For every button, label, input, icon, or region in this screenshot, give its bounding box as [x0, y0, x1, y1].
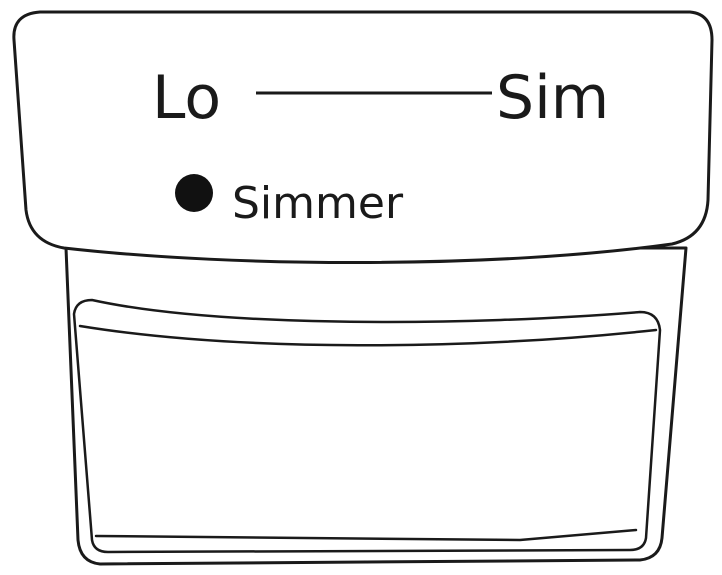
sim-label: Sim	[496, 63, 609, 133]
knob-stem	[66, 248, 686, 564]
lo-label: Lo	[152, 63, 221, 133]
simmer-indicator-dot	[175, 174, 213, 212]
simmer-label: Simmer	[232, 178, 404, 229]
